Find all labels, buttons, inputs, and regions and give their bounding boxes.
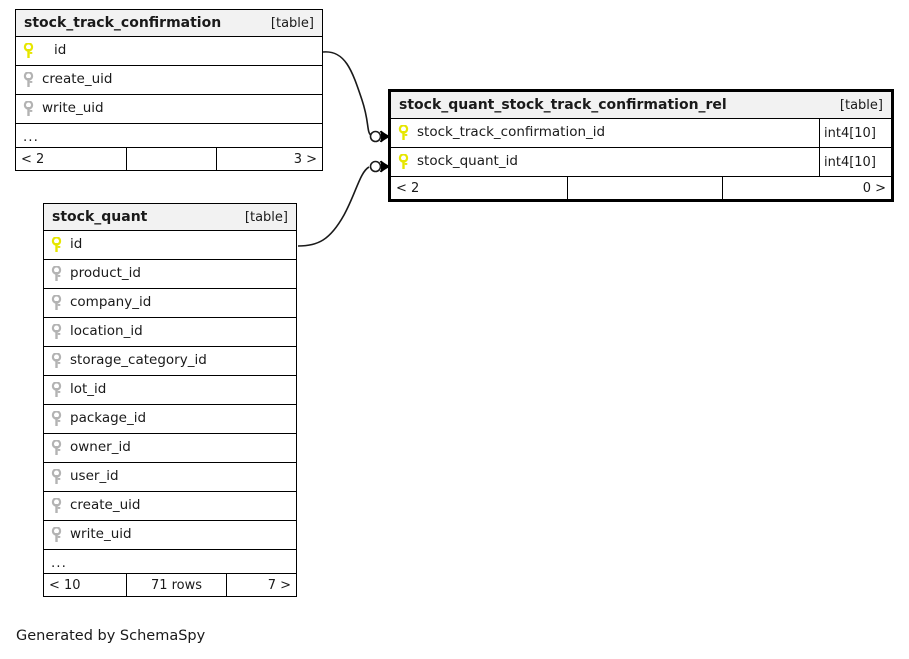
- column-name: stock_track_confirmation_id: [417, 126, 606, 140]
- column-main: package_id: [44, 405, 296, 433]
- entity-kind-label: [table]: [244, 209, 288, 225]
- column-row-package-id[interactable]: package_id: [44, 405, 296, 434]
- column-main: lot_id: [44, 376, 296, 404]
- column-row-owner-id[interactable]: owner_id: [44, 434, 296, 463]
- relationship-edge-quant-to-rel: [297, 160, 390, 247]
- column-name: company_id: [70, 296, 152, 310]
- column-main: user_id: [44, 463, 296, 491]
- entity-title: stock_quant: [52, 209, 148, 225]
- column-main: product_id: [44, 260, 296, 288]
- key-icon-foreign: [51, 266, 62, 281]
- column-name: stock_quant_id: [417, 155, 518, 169]
- footer-incoming-count[interactable]: < 10: [49, 577, 81, 593]
- column-name: create_uid: [42, 73, 113, 87]
- entity-header: stock_track_confirmation [table]: [16, 10, 322, 37]
- column-row-product-id[interactable]: product_id: [44, 260, 296, 289]
- entity-kind-label: [table]: [270, 15, 314, 31]
- key-icon-foreign: [51, 382, 62, 397]
- column-main: create_uid: [16, 66, 322, 94]
- column-main: stock_track_confirmation_id: [391, 119, 819, 147]
- column-name: location_id: [70, 325, 143, 339]
- column-name: lot_id: [70, 383, 107, 397]
- entity-title: stock_quant_stock_track_confirmation_rel: [399, 97, 727, 113]
- entity-kind-label: [table]: [839, 97, 883, 113]
- column-main: company_id: [44, 289, 296, 317]
- relationship-edge-stc-to-rel: [322, 51, 390, 143]
- entity-header: stock_quant_stock_track_confirmation_rel…: [391, 92, 891, 119]
- footer-incoming-count[interactable]: < 2: [21, 151, 45, 167]
- footer-incoming-count[interactable]: < 2: [396, 180, 420, 196]
- column-name: package_id: [70, 412, 147, 426]
- column-row-location-id[interactable]: location_id: [44, 318, 296, 347]
- footer-row-count: 71 rows: [126, 574, 226, 596]
- column-row-user-id[interactable]: user_id: [44, 463, 296, 492]
- column-row-write-uid[interactable]: write_uid: [44, 521, 296, 550]
- truncated-columns-indicator: ...: [16, 124, 322, 148]
- column-main: id: [44, 231, 296, 259]
- column-row-stock-track-confirmation-id[interactable]: stock_track_confirmation_id int4[10]: [391, 119, 891, 148]
- cardinality-optional-circle: [369, 130, 382, 143]
- column-name: write_uid: [70, 528, 132, 542]
- key-icon-foreign: [51, 324, 62, 339]
- column-main: write_uid: [44, 521, 296, 549]
- footer-outgoing-count[interactable]: 0 >: [722, 177, 891, 199]
- key-icon-foreign: [51, 295, 62, 310]
- generated-by-credit: Generated by SchemaSpy: [16, 628, 206, 644]
- column-row-lot-id[interactable]: lot_id: [44, 376, 296, 405]
- key-icon-foreign: [51, 440, 62, 455]
- truncated-columns-indicator: ...: [44, 550, 296, 574]
- column-main: id: [16, 37, 322, 65]
- column-name: user_id: [70, 470, 119, 484]
- column-main: write_uid: [16, 95, 322, 123]
- column-row-id[interactable]: id: [44, 231, 296, 260]
- column-row-create-uid[interactable]: create_uid: [44, 492, 296, 521]
- key-icon-primary: [398, 154, 409, 169]
- entity-table-stock-quant-stock-track-confirmation-rel[interactable]: stock_quant_stock_track_confirmation_rel…: [388, 89, 894, 202]
- cardinality-optional-circle: [369, 160, 382, 173]
- key-icon-foreign: [51, 411, 62, 426]
- column-datatype: int4[10]: [819, 119, 891, 147]
- column-name: owner_id: [70, 441, 131, 455]
- column-row-company-id[interactable]: company_id: [44, 289, 296, 318]
- entity-header: stock_quant [table]: [44, 204, 296, 231]
- footer-outgoing-count[interactable]: 3 >: [216, 148, 322, 170]
- footer-row-count: [126, 148, 216, 170]
- key-icon-foreign: [51, 527, 62, 542]
- column-name: create_uid: [70, 499, 141, 513]
- column-name: id: [54, 44, 67, 58]
- column-main: stock_quant_id: [391, 148, 819, 176]
- entity-footer: < 2 3 >: [16, 148, 322, 170]
- entity-footer: < 10 71 rows 7 >: [44, 574, 296, 596]
- column-main: owner_id: [44, 434, 296, 462]
- key-icon-foreign: [23, 72, 34, 87]
- column-row-write-uid[interactable]: write_uid: [16, 95, 322, 124]
- column-row-id[interactable]: id: [16, 37, 322, 66]
- column-row-create-uid[interactable]: create_uid: [16, 66, 322, 95]
- column-name: product_id: [70, 267, 141, 281]
- column-name: write_uid: [42, 102, 104, 116]
- column-name: id: [70, 238, 83, 252]
- entity-table-stock-track-confirmation[interactable]: stock_track_confirmation [table] id: [15, 9, 323, 171]
- column-name: storage_category_id: [70, 354, 207, 368]
- column-datatype: int4[10]: [819, 148, 891, 176]
- column-main: location_id: [44, 318, 296, 346]
- key-icon-primary: [51, 237, 62, 252]
- entity-title: stock_track_confirmation: [24, 15, 222, 31]
- key-icon-primary: [23, 43, 34, 58]
- footer-outgoing-count[interactable]: 7 >: [226, 574, 296, 596]
- key-icon-foreign: [51, 469, 62, 484]
- footer-row-count: [567, 177, 722, 199]
- column-main: storage_category_id: [44, 347, 296, 375]
- entity-table-stock-quant[interactable]: stock_quant [table] id product_id: [43, 203, 297, 597]
- column-main: create_uid: [44, 492, 296, 520]
- key-icon-foreign: [51, 498, 62, 513]
- key-icon-primary: [398, 125, 409, 140]
- column-row-storage-category-id[interactable]: storage_category_id: [44, 347, 296, 376]
- entity-footer: < 2 0 >: [391, 177, 891, 199]
- key-icon-foreign: [23, 101, 34, 116]
- column-row-stock-quant-id[interactable]: stock_quant_id int4[10]: [391, 148, 891, 177]
- key-icon-foreign: [51, 353, 62, 368]
